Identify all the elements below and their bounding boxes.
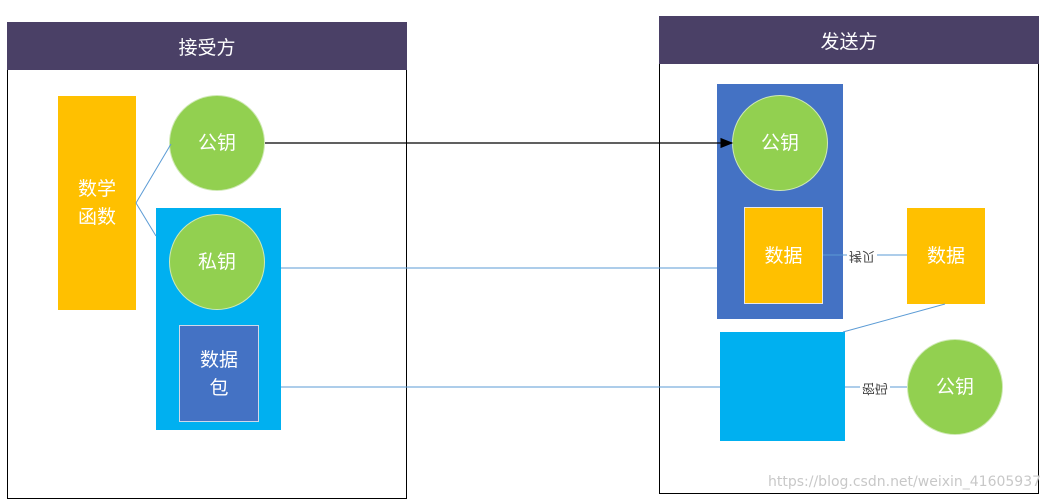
sender-data-outer-label: 数据: [926, 245, 965, 267]
receiver-title: 接受方: [7, 22, 407, 70]
math-function-box: 数学 函数: [58, 96, 136, 310]
math-function-label-1: 数学: [77, 178, 116, 200]
math-function-label-2: 函数: [77, 206, 116, 228]
receiver-private-key: 私钥: [169, 214, 265, 310]
math-to-public-key-line: [135, 143, 172, 204]
sender-data-inner: 数据: [744, 207, 823, 304]
sender-title: 发送方: [659, 16, 1039, 64]
sender-public-key: 公钥: [732, 95, 828, 191]
encrypted-result-box: [720, 332, 845, 441]
receiver-public-key: 公钥: [169, 95, 265, 191]
connector-label-data: 拷贝: [847, 248, 878, 263]
outer-data-to-result-line: [842, 303, 946, 333]
receiver-public-key-label: 公钥: [197, 132, 236, 154]
data-packet-box: 数据 包: [179, 325, 259, 422]
sender-data-outer: 数据: [907, 208, 985, 304]
sender-data-inner-label: 数据: [764, 244, 803, 267]
sender-public-key-2-label: 公钥: [935, 376, 974, 398]
data-packet-label-2: 包: [209, 376, 229, 399]
math-to-private-key-line: [135, 202, 157, 237]
sender-public-key-2: 公钥: [907, 339, 1003, 435]
watermark: https://blog.csdn.net/weixin_41605937: [768, 474, 1042, 490]
data-packet-label-1: 数据: [199, 348, 238, 371]
receiver-private-key-label: 私钥: [197, 251, 236, 273]
connector-label-key: 密码: [860, 380, 891, 395]
sender-public-key-label: 公钥: [760, 132, 799, 154]
